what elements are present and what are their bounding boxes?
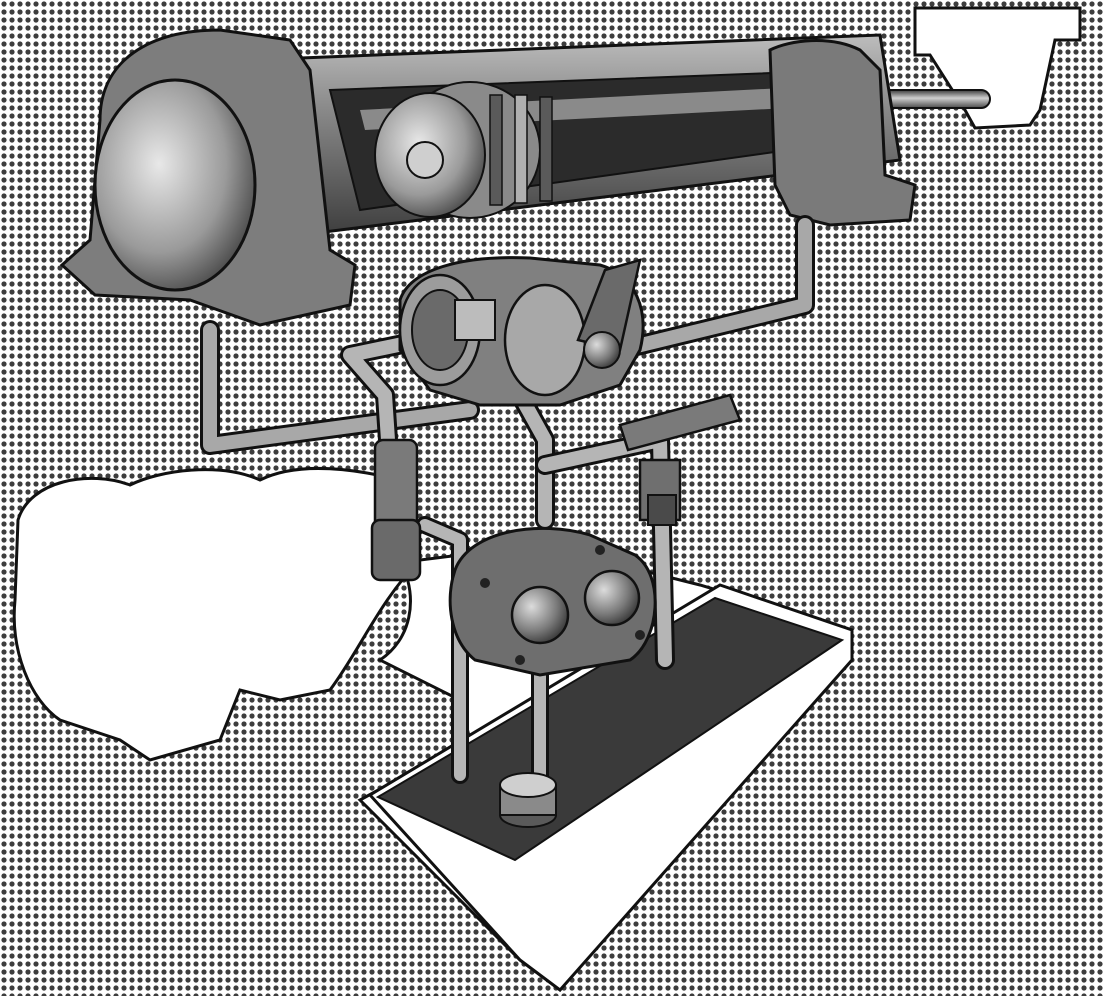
pump-cap-right	[583, 569, 641, 627]
valve-lever	[576, 258, 642, 369]
piston	[374, 81, 553, 219]
gear-pump	[448, 526, 657, 677]
mounting-bracket	[913, 6, 1082, 130]
relief-valve	[618, 393, 742, 526]
suction-strainer	[499, 772, 557, 828]
control-valve	[398, 256, 645, 407]
pump-cap-left	[510, 585, 570, 645]
right-end-cap	[768, 39, 917, 227]
cylinder-end-disc	[93, 78, 257, 292]
hydraulic-cylinder	[59, 28, 917, 327]
check-valve	[370, 438, 422, 582]
base-platform	[367, 583, 854, 993]
